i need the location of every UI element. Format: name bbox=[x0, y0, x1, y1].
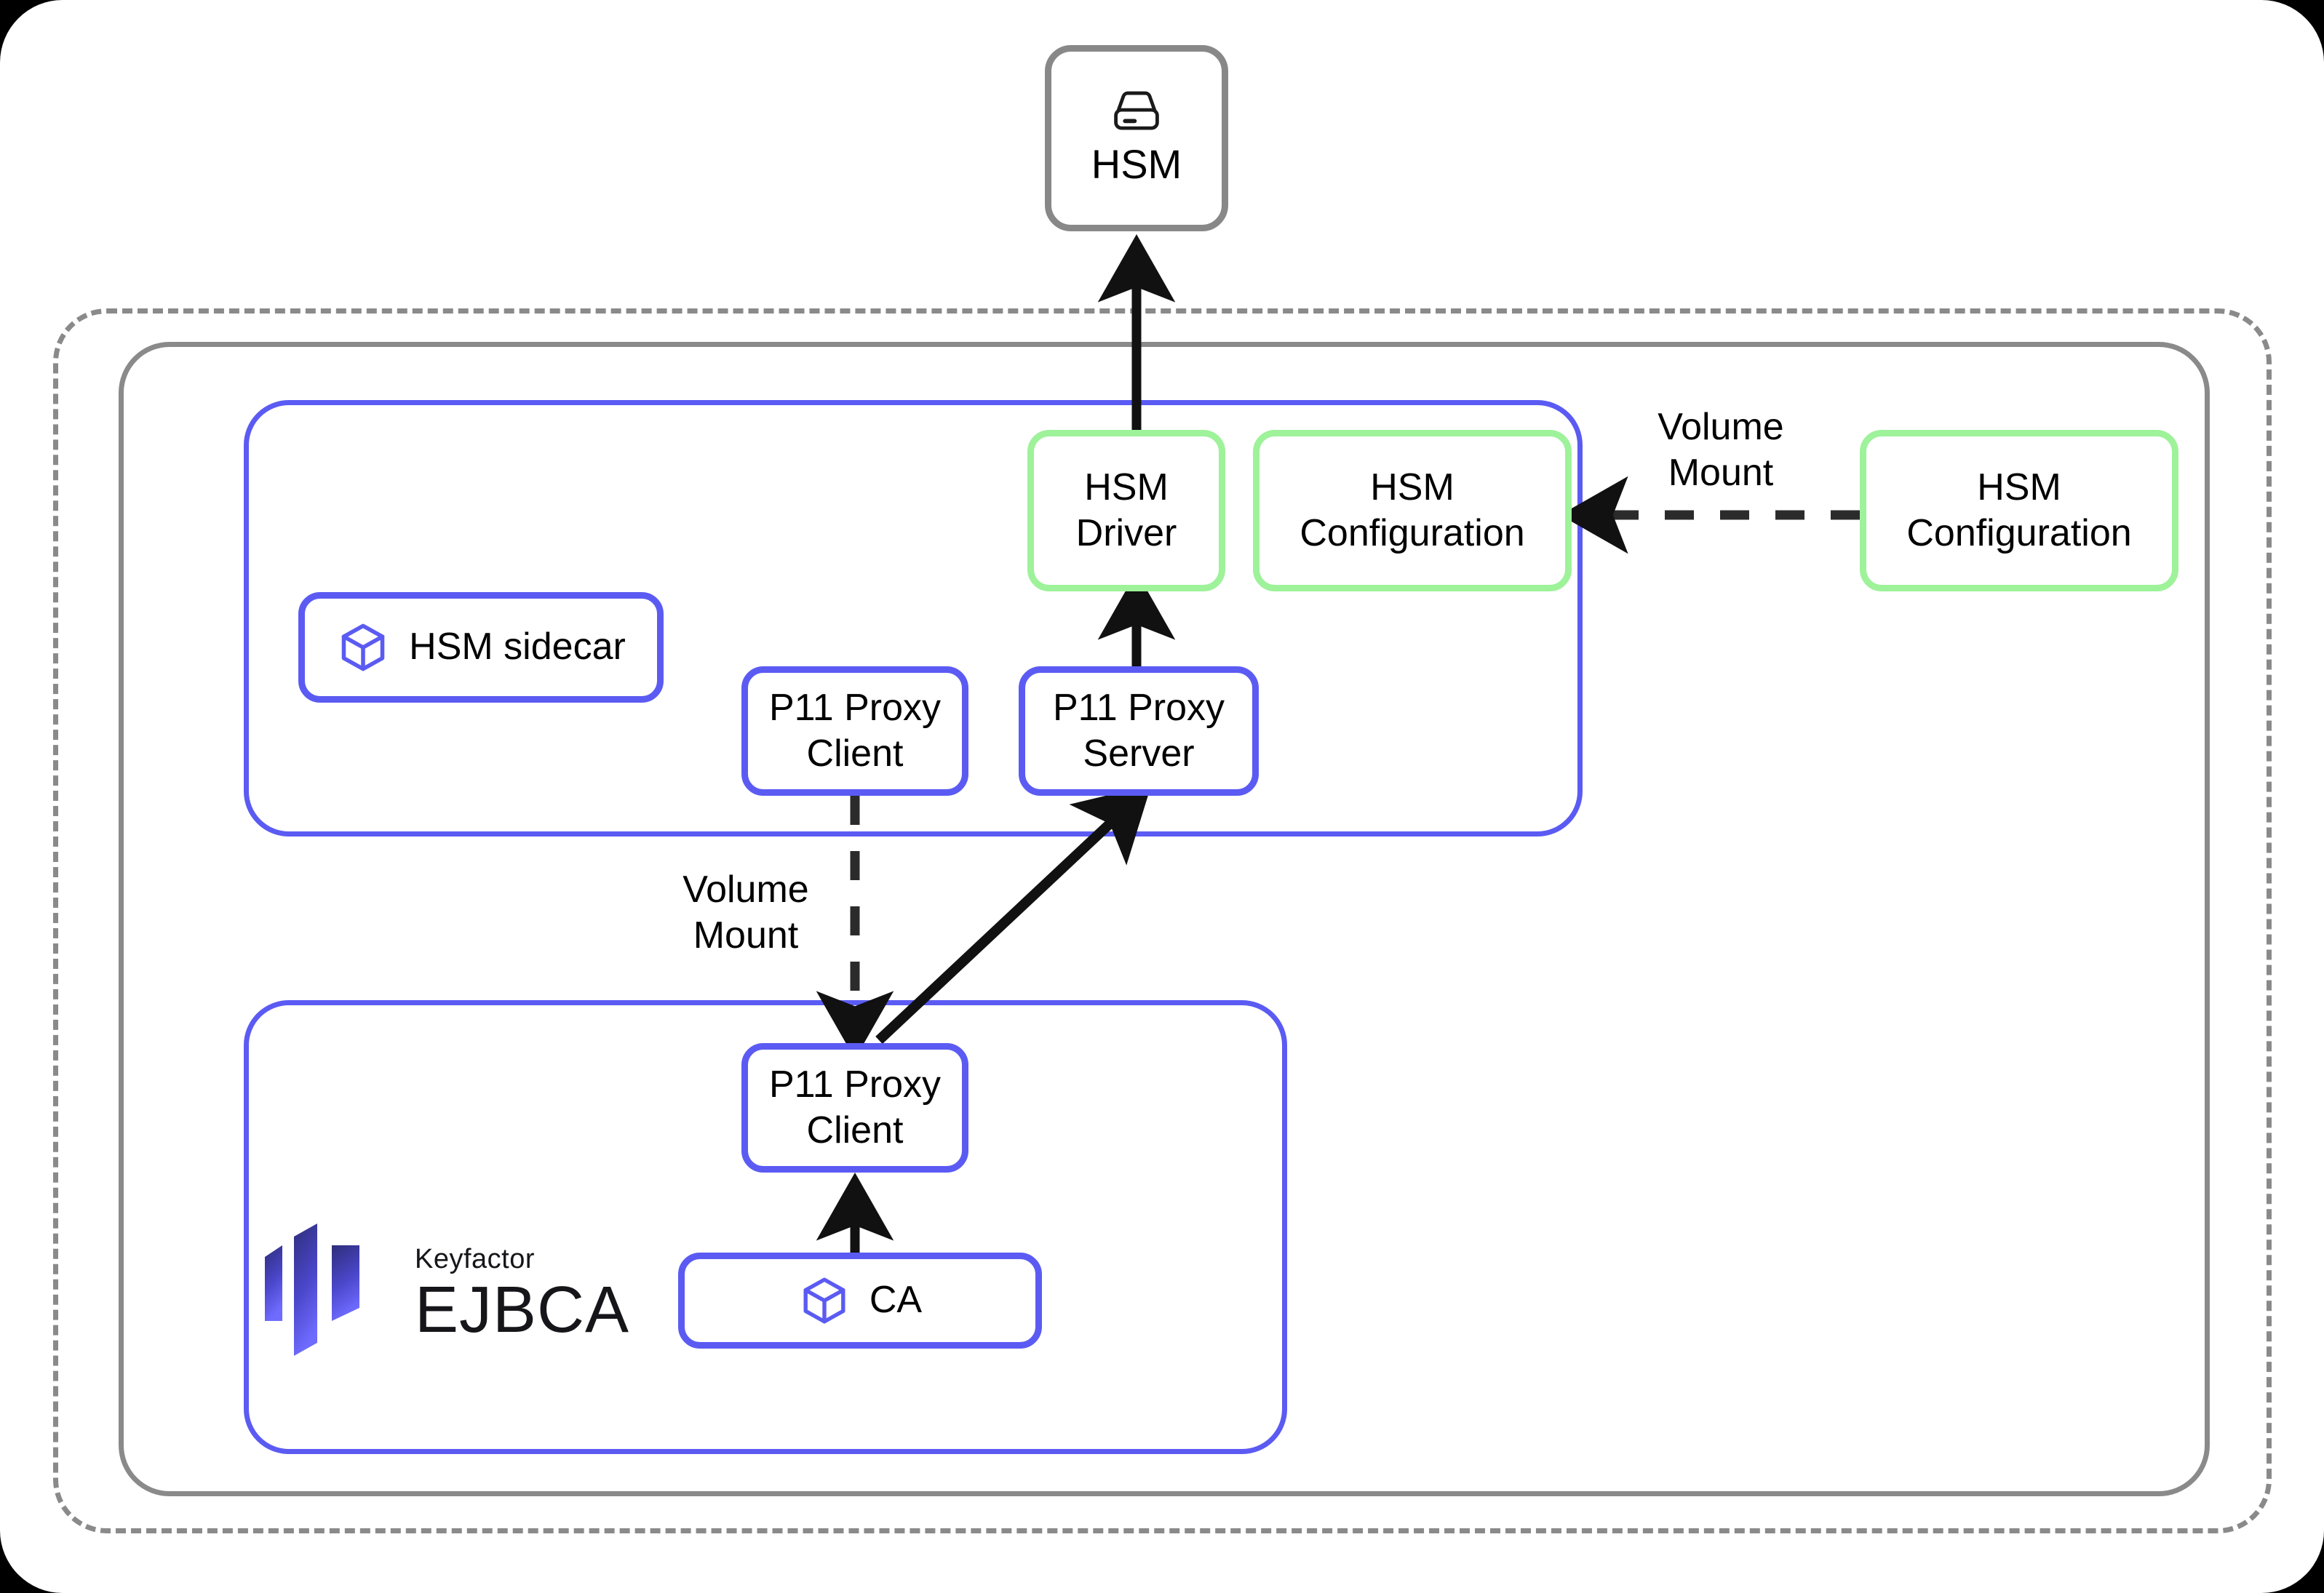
node-p11-proxy-client-ejbca[interactable]: P11 Proxy Client bbox=[741, 1043, 968, 1173]
hsm-appliance-icon bbox=[1104, 87, 1169, 135]
keyfactor-brand-text: Keyfactor bbox=[415, 1243, 536, 1274]
node-hsm-label: HSM bbox=[1091, 140, 1182, 187]
node-hsm-sidecar-label: HSM sidecar bbox=[409, 626, 626, 668]
node-hsm[interactable]: HSM bbox=[1045, 45, 1228, 231]
node-p11-proxy-server[interactable]: P11 Proxy Server bbox=[1019, 666, 1259, 796]
ejbca-product-text: EJBCA bbox=[415, 1273, 630, 1346]
keyfactor-bars-icon bbox=[263, 1223, 390, 1364]
node-hsm-configuration-external-label: HSM Configuration bbox=[1906, 466, 2132, 554]
edge-label-volume-mount-top: Volume Mount bbox=[1658, 406, 1784, 495]
node-hsm-driver-label: HSM Driver bbox=[1075, 466, 1177, 554]
node-hsm-configuration-pod[interactable]: HSM Configuration bbox=[1253, 430, 1572, 591]
node-p11-proxy-client-sidecar[interactable]: P11 Proxy Client bbox=[741, 666, 968, 796]
node-p11-proxy-server-label: P11 Proxy Server bbox=[1052, 686, 1225, 775]
cube-icon bbox=[336, 620, 390, 674]
edge-label-volume-mount-middle: Volume Mount bbox=[683, 869, 809, 957]
node-hsm-driver[interactable]: HSM Driver bbox=[1027, 430, 1225, 591]
node-ca[interactable]: CA bbox=[678, 1253, 1042, 1349]
ejbca-pod bbox=[244, 1000, 1287, 1454]
cube-icon bbox=[798, 1274, 851, 1327]
node-p11-proxy-client-sidecar-label: P11 Proxy Client bbox=[768, 686, 942, 775]
kubernetes-cluster-boundary bbox=[53, 308, 2272, 1533]
node-ca-label: CA bbox=[869, 1279, 923, 1322]
node-hsm-configuration-external[interactable]: HSM Configuration bbox=[1860, 430, 2178, 591]
namespace-boundary bbox=[119, 342, 2210, 1496]
keyfactor-ejbca-logo: Keyfactor EJBCA bbox=[263, 1223, 629, 1364]
ejbca-wordmark: Keyfactor EJBCA bbox=[415, 1245, 629, 1343]
node-hsm-sidecar[interactable]: HSM sidecar bbox=[298, 592, 664, 703]
node-hsm-configuration-pod-label: HSM Configuration bbox=[1300, 466, 1525, 554]
node-p11-proxy-client-ejbca-label: P11 Proxy Client bbox=[768, 1063, 942, 1151]
